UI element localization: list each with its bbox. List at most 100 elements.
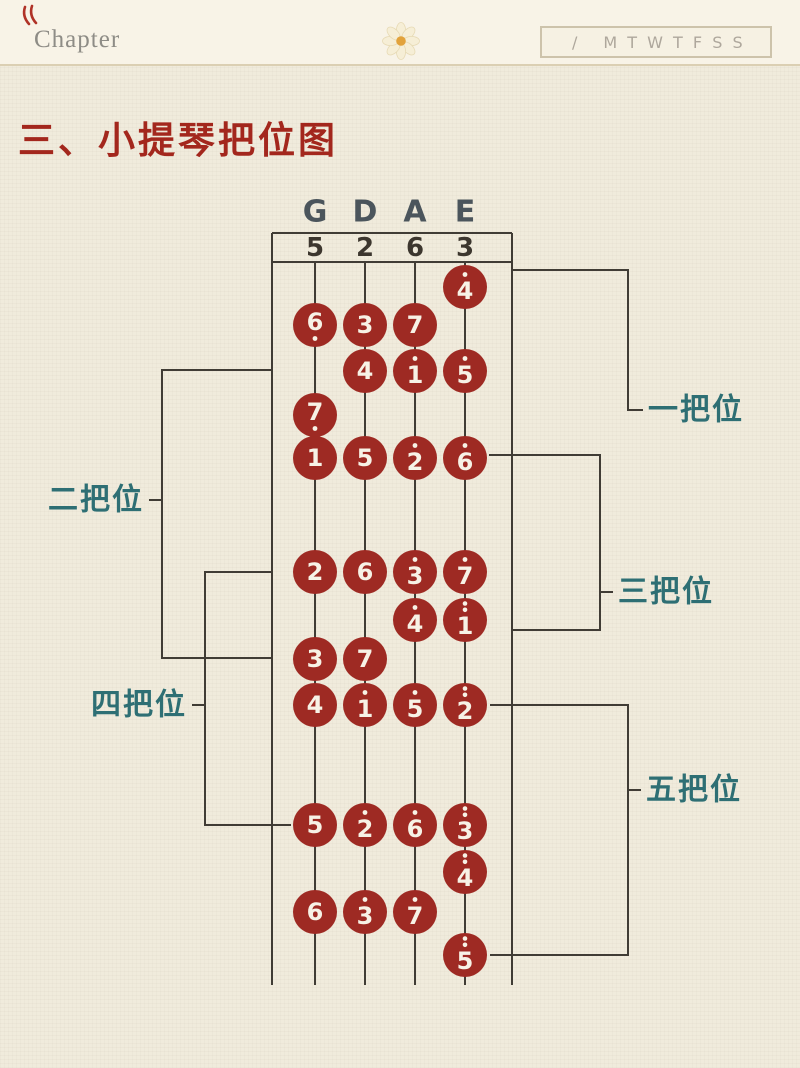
note-circle — [343, 550, 387, 594]
octave-dot-above — [462, 356, 468, 361]
note-number: 6 — [357, 558, 374, 586]
octave-dot-above — [462, 443, 468, 448]
daisy-flower-icon — [382, 22, 420, 60]
note-number: 7 — [307, 398, 324, 426]
octave-dot-above — [412, 810, 418, 815]
note-number: 6 — [457, 448, 474, 476]
note-circle — [293, 303, 337, 347]
open-string-note-D: 2 — [356, 233, 374, 263]
date-box: / M T W T F S S — [540, 26, 772, 58]
note-number: 5 — [407, 695, 424, 723]
note-circle — [393, 303, 437, 347]
position-label-1: 一把位 — [648, 393, 744, 428]
note-circle — [293, 803, 337, 847]
note-number: 3 — [357, 902, 374, 930]
note-number: 2 — [407, 448, 424, 476]
octave-dot-above — [462, 601, 468, 606]
note-number: 7 — [357, 645, 374, 673]
octave-dot-above — [462, 806, 468, 811]
note-circle — [393, 349, 437, 393]
note-circle — [293, 890, 337, 934]
position-bracket-2 — [161, 369, 272, 659]
octave-dot-above — [462, 853, 468, 858]
note-circle — [443, 683, 487, 727]
note-number: 1 — [407, 361, 424, 389]
note-circle — [443, 933, 487, 977]
note-circle — [343, 349, 387, 393]
octave-dot-above — [412, 557, 418, 562]
note-number: 2 — [357, 815, 374, 843]
note-number: 4 — [457, 864, 474, 892]
octave-dot-above — [462, 272, 468, 277]
top-banner: Chapter / M T W T F S S — [0, 0, 800, 66]
string-label-A: A — [403, 195, 427, 230]
octave-dot-above — [412, 897, 418, 902]
octave-dot-above — [412, 605, 418, 610]
note-number: 6 — [407, 815, 424, 843]
note-number: 7 — [407, 902, 424, 930]
note-circle — [443, 265, 487, 309]
note-number: 5 — [307, 811, 324, 839]
position-label-5: 五把位 — [646, 773, 742, 808]
note-circle — [443, 803, 487, 847]
note-number: 4 — [457, 277, 474, 305]
note-number: 6 — [307, 308, 324, 336]
octave-dot-above — [412, 690, 418, 695]
note-number: 5 — [357, 444, 374, 472]
note-circle — [393, 598, 437, 642]
note-number: 2 — [307, 558, 324, 586]
date-slash: / — [572, 32, 578, 52]
position-label-3: 三把位 — [618, 575, 714, 610]
note-number: 4 — [307, 691, 324, 719]
open-string-note-A: 6 — [406, 233, 424, 263]
note-circle — [293, 393, 337, 437]
position-label-2: 二把位 — [48, 483, 144, 518]
note-circle — [343, 890, 387, 934]
note-circle — [393, 803, 437, 847]
note-number: 3 — [357, 311, 374, 339]
octave-dot-above — [362, 810, 368, 815]
note-circle — [443, 598, 487, 642]
weekday-letters: M T W T F S S — [603, 32, 746, 52]
open-string-note-E: 3 — [456, 233, 474, 263]
note-number: 2 — [457, 697, 474, 725]
octave-dot-above — [462, 692, 468, 698]
note-number: 1 — [457, 612, 474, 640]
note-circle — [443, 349, 487, 393]
position-label-4: 四把位 — [91, 688, 187, 723]
octave-dot-above — [462, 942, 468, 948]
note-circle — [393, 436, 437, 480]
note-circle — [343, 803, 387, 847]
octave-dot-above — [362, 897, 368, 902]
position-bracket-4 — [204, 571, 291, 826]
tassel-icon — [22, 4, 38, 26]
note-circle — [393, 683, 437, 727]
octave-dot-above — [412, 356, 418, 361]
octave-dot-above — [462, 686, 468, 691]
string-label-G: G — [303, 195, 328, 230]
note-circle — [443, 550, 487, 594]
string-label-D: D — [353, 195, 378, 230]
note-number: 1 — [357, 695, 374, 723]
note-number: 1 — [307, 444, 324, 472]
note-circle — [393, 550, 437, 594]
note-circle — [443, 436, 487, 480]
note-circle — [293, 550, 337, 594]
note-circle — [343, 637, 387, 681]
octave-dot-above — [462, 557, 468, 562]
octave-dot-above — [462, 859, 468, 865]
note-number: 4 — [357, 357, 374, 385]
octave-dot-above — [462, 607, 468, 613]
note-circle — [293, 683, 337, 727]
note-number: 6 — [307, 898, 324, 926]
octave-dot-above — [362, 690, 368, 695]
open-string-note-G: 5 — [306, 233, 324, 263]
note-circle — [343, 683, 387, 727]
string-label-E: E — [455, 195, 476, 230]
note-number: 3 — [407, 562, 424, 590]
octave-dot-below — [312, 426, 318, 431]
position-bracket-1 — [512, 269, 643, 411]
note-number: 5 — [457, 361, 474, 389]
note-number: 3 — [457, 817, 474, 845]
